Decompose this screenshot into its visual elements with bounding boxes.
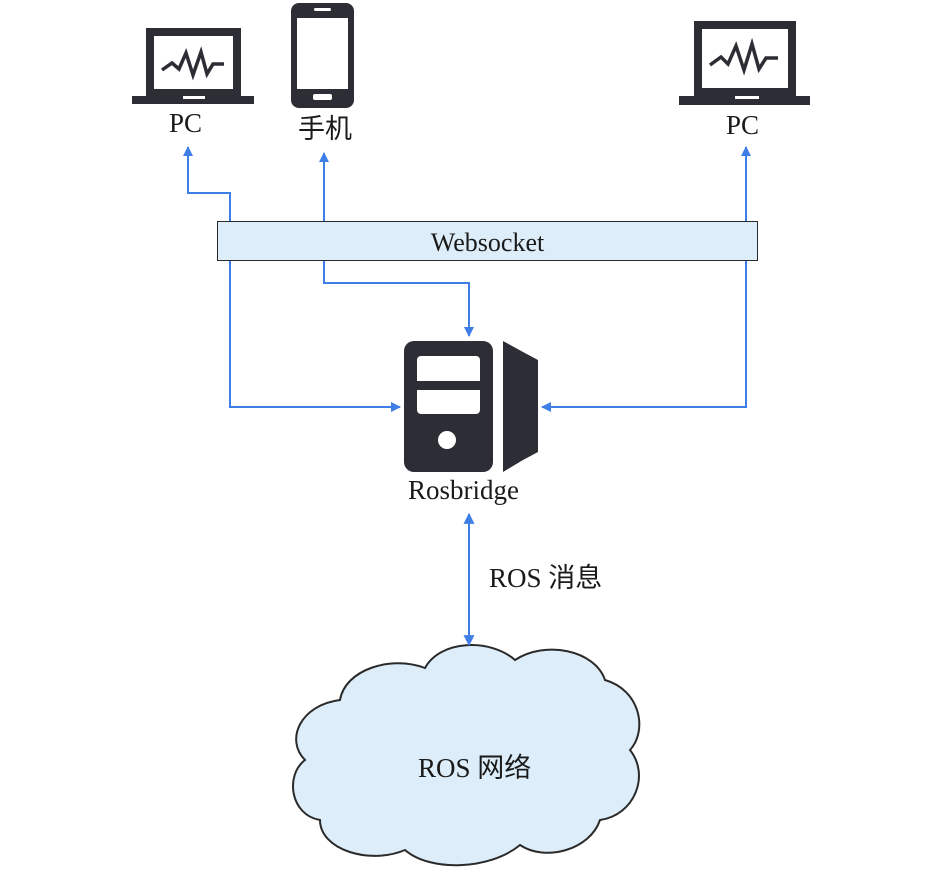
connector-lines (183, 146, 751, 647)
server-tower-icon (404, 341, 538, 472)
smartphone-icon (291, 3, 354, 108)
arrow-to-left-pc (183, 146, 231, 221)
ros-network-label: ROS 网络 (418, 753, 532, 783)
arrow-right-to-server (541, 261, 747, 412)
websocket-label: Websocket (430, 228, 545, 257)
laptop-icon (679, 21, 810, 105)
ros-message-label: ROS 消息 (489, 563, 603, 593)
phone-label: 手机 (298, 114, 352, 144)
laptop-icon (132, 28, 254, 104)
pc-right-label: PC (726, 110, 760, 140)
websocket-bar: Websocket (217, 221, 758, 261)
rosbridge-label: Rosbridge (408, 475, 519, 505)
arrow-left-to-server (229, 261, 401, 412)
cloud-shape (292, 644, 641, 867)
pc-left-label: PC (169, 108, 203, 138)
arrow-phone-to-server (323, 261, 474, 337)
